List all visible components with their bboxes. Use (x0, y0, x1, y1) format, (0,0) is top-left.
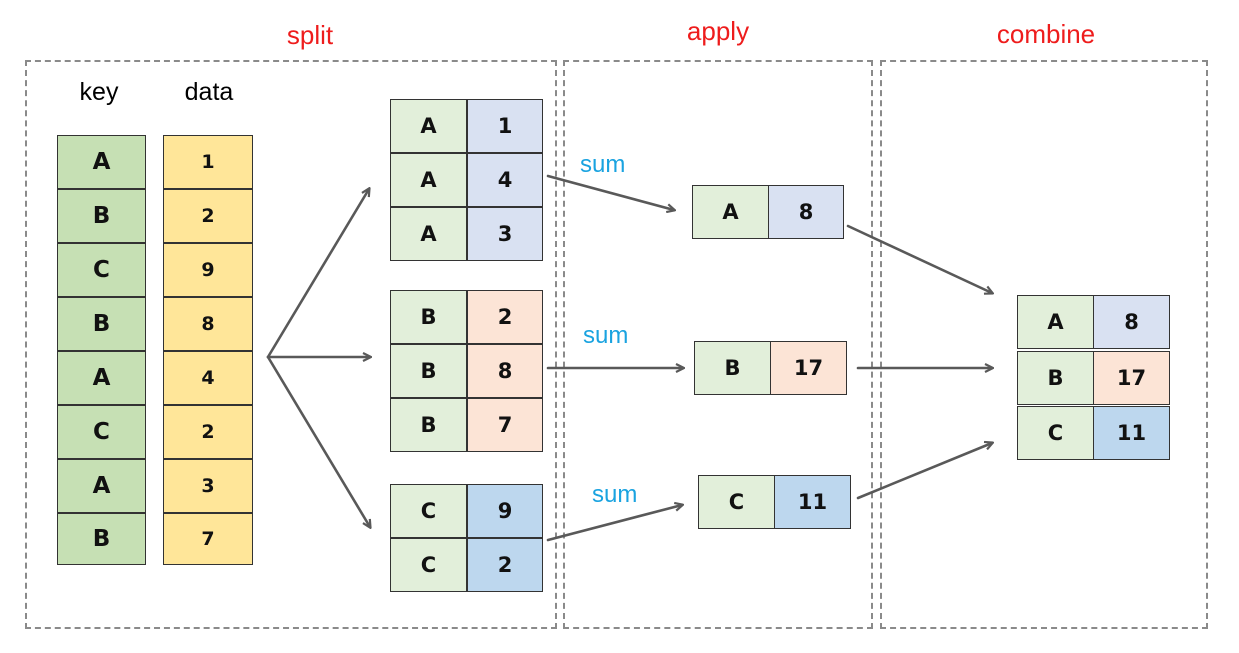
source-key-cell: A (57, 351, 146, 405)
source-data-cell: 4 (163, 351, 253, 405)
split-arrow-a (266, 189, 369, 359)
combined-value-cell: 17 (1093, 351, 1170, 405)
split-arrow-c (266, 355, 370, 527)
sum-label-a: sum (580, 151, 626, 178)
applied-key-cell: B (694, 341, 771, 395)
source-data-cell: 2 (163, 189, 253, 243)
combined-value-cell: 8 (1093, 295, 1170, 349)
applied-key-cell: C (698, 475, 775, 529)
split-label: split (286, 20, 334, 50)
combine-arrow-c (856, 443, 992, 500)
source-key-cell: A (57, 135, 146, 189)
source-key-cell: B (57, 189, 146, 243)
combined-key-cell: A (1017, 295, 1094, 349)
group-value-cell: 9 (467, 484, 543, 538)
combine-arrow-a (846, 224, 992, 293)
apply-label: apply (686, 16, 750, 46)
group-value-cell: 8 (467, 344, 543, 398)
source-data-cell: 2 (163, 405, 253, 459)
source-data-cell: 7 (163, 513, 253, 565)
source-data-cell: 8 (163, 297, 253, 351)
source-key-cell: A (57, 459, 146, 513)
group-key-cell: A (390, 207, 467, 261)
applied-value-cell: 17 (770, 341, 847, 395)
source-key-cell: C (57, 243, 146, 297)
sum-label-c: sum (592, 481, 638, 508)
group-value-cell: 3 (467, 207, 543, 261)
group-value-cell: 4 (467, 153, 543, 207)
applied-value-cell: 11 (774, 475, 851, 529)
group-value-cell: 1 (467, 99, 543, 153)
group-key-cell: B (390, 344, 467, 398)
combine-label: combine (996, 19, 1096, 49)
applied-value-cell: 8 (768, 185, 844, 239)
combined-key-cell: B (1017, 351, 1094, 405)
group-key-cell: A (390, 153, 467, 207)
source-data-cell: 3 (163, 459, 253, 513)
group-key-cell: B (390, 398, 467, 452)
source-key-cell: B (57, 297, 146, 351)
group-key-cell: A (390, 99, 467, 153)
source-data-cell: 1 (163, 135, 253, 189)
group-key-cell: C (390, 484, 467, 538)
group-value-cell: 2 (467, 538, 543, 592)
apply-section (563, 60, 873, 629)
apply-arrow-c (546, 505, 682, 542)
group-key-cell: C (390, 538, 467, 592)
source-key-cell: B (57, 513, 146, 565)
source-key-cell: C (57, 405, 146, 459)
combine-section (880, 60, 1208, 629)
sum-label-b: sum (583, 322, 629, 349)
apply-arrow-a (546, 174, 674, 210)
key-header: key (79, 78, 119, 106)
group-value-cell: 7 (467, 398, 543, 452)
data-header: data (184, 78, 234, 106)
split-section (25, 60, 557, 629)
group-value-cell: 2 (467, 290, 543, 344)
combined-value-cell: 11 (1093, 406, 1170, 460)
source-data-cell: 9 (163, 243, 253, 297)
group-key-cell: B (390, 290, 467, 344)
